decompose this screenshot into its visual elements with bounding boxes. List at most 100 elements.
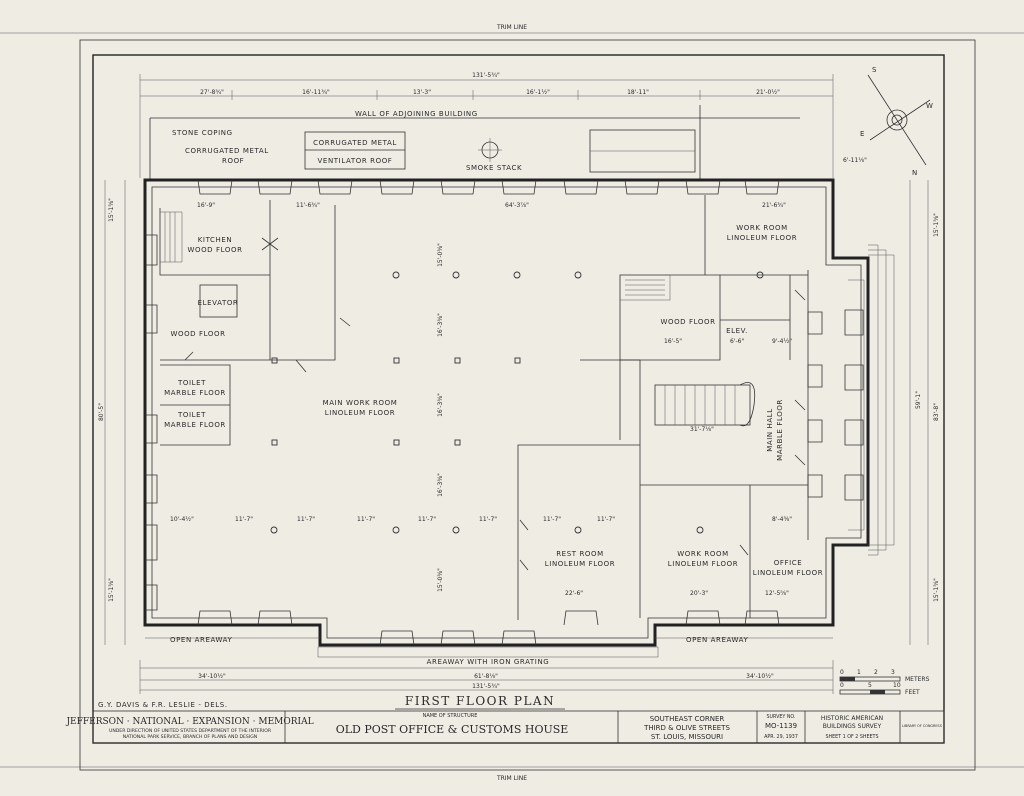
room-elevator: ELEVATOR — [198, 299, 239, 307]
dim-bay-8: 11'-7" — [597, 516, 615, 523]
scale-bar: 0 1 2 3 METERS 0 5 10 FEET — [839, 669, 930, 696]
dim-bay-3: 11'-7" — [297, 516, 315, 523]
room-kitchen: KITCHEN — [198, 236, 233, 244]
label-ventilator-roof: VENTILATOR ROOF — [318, 157, 393, 165]
delineators: G.Y. DAVIS & F.R. LESLIE - DELS. — [98, 701, 228, 709]
dim-bottom-2: 61'-8⅛" — [474, 673, 498, 680]
areaways: OPEN AREAWAY OPEN AREAWAY AREAWAY WITH I… — [145, 636, 833, 666]
room-office: OFFICE — [774, 559, 803, 567]
outer-border — [79, 39, 976, 771]
scale-m-2: 2 — [874, 669, 878, 676]
dim-overall-bottom: 131'-5¾" — [472, 683, 500, 690]
dim-v-3: 16'-3⅜" — [437, 393, 444, 417]
dim-left-total: 80'-5" — [98, 403, 105, 421]
compass-e: E — [860, 130, 865, 138]
dim-v-5: 15'-0⅜" — [437, 568, 444, 592]
room-toilet-1-floor: MARBLE FLOOR — [164, 389, 226, 397]
room-work-ne-floor: LINOLEUM FLOOR — [727, 234, 797, 242]
dim-wr-6: 20'-3" — [690, 590, 708, 597]
main-stair — [160, 211, 756, 427]
label-corrugated-metal: CORRUGATED METAL — [313, 139, 397, 147]
survey-label: SURVEY NO. — [766, 714, 795, 720]
location-3: ST. LOUIS, MISSOURI — [651, 733, 723, 741]
room-main-work: MAIN WORK ROOM — [323, 399, 398, 407]
dim-wr-3: 9'-4½" — [772, 338, 792, 345]
scale-f-1: 5 — [868, 682, 872, 689]
structure-name: OLD POST OFFICE & CUSTOMS HOUSE — [336, 723, 569, 736]
room-main-hall: MAIN HALL — [766, 408, 774, 452]
location-1: SOUTHEAST CORNER — [650, 715, 725, 723]
dim-in-2: 11'-6¾" — [296, 202, 320, 209]
interior-walls — [159, 195, 809, 620]
location-2: THIRD & OLIVE STREETS — [643, 724, 730, 732]
dim-bay-5: 11'-7" — [418, 516, 436, 523]
label-smoke-stack: SMOKE STACK — [466, 164, 522, 172]
dim-in-1: 16'-9" — [197, 202, 215, 209]
label-wall-adjoining: WALL OF ADJOINING BUILDING — [355, 110, 478, 118]
dim-wr-5: 22'-6" — [565, 590, 583, 597]
label-stone-coping: STONE COPING — [172, 129, 233, 137]
dim-bay-1: 10'-4½" — [170, 516, 194, 523]
dim-in-4: 21'-6¾" — [762, 202, 786, 209]
library-stamp: LIBRARY OF CONGRESS — [902, 724, 942, 728]
elevator-shaft — [199, 284, 238, 318]
room-rest-floor: LINOLEUM FLOOR — [545, 560, 615, 568]
scale-m-3: 3 — [891, 669, 895, 676]
roof-area: WALL OF ADJOINING BUILDING STONE COPING … — [149, 105, 800, 180]
dim-bottom-1: 34'-10½" — [198, 673, 226, 680]
dim-top-4: 16'-1½" — [526, 89, 550, 96]
dim-top-6: 21'-0½" — [756, 89, 780, 96]
room-elev: ELEV. — [726, 327, 748, 335]
survey-date: APR. 29, 1937 — [764, 734, 798, 740]
dim-in-3: 64'-3⅞" — [505, 202, 529, 209]
compass-w: W — [926, 102, 934, 110]
dim-bottom-3: 34'-10½" — [746, 673, 774, 680]
building-outline — [143, 178, 870, 647]
scale-meters: METERS — [905, 676, 930, 683]
scale-m-0: 0 — [840, 669, 844, 676]
iron-grating — [317, 646, 659, 658]
dim-wr-2: 6'-6" — [730, 338, 744, 345]
dim-bay-7: 11'-7" — [543, 516, 561, 523]
compass-s: S — [872, 66, 877, 74]
dim-v-4: 16'-3⅜" — [437, 473, 444, 497]
dim-left-bottom: 15'-1⅝" — [108, 578, 115, 602]
label-open-areaway-left: OPEN AREAWAY — [170, 636, 232, 644]
room-labels: KITCHEN WOOD FLOOR ELEVATOR WOOD FLOOR T… — [164, 224, 823, 577]
dim-v-2: 16'-3⅜" — [437, 313, 444, 337]
habs-2: BUILDINGS SURVEY — [823, 723, 882, 730]
dim-v-1: 15'-0⅜" — [437, 243, 444, 267]
stair-north — [619, 274, 671, 301]
room-main-work-floor: LINOLEUM FLOOR — [325, 409, 395, 417]
title-block: JEFFERSON · NATIONAL · EXPANSION · MEMOR… — [65, 710, 945, 744]
structure-label: NAME OF STRUCTURE — [423, 713, 478, 719]
room-rest: REST ROOM — [556, 550, 604, 558]
doors — [184, 237, 806, 571]
dim-bay-9: 8'-4⅜" — [772, 516, 792, 523]
dim-bay-6: 11'-7" — [479, 516, 497, 523]
dim-overall-width: 131'-5¾" — [472, 72, 500, 79]
sheet-text: SHEET 1 OF 2 SHEETS — [825, 734, 878, 740]
room-toilet-2: TOILET — [177, 411, 206, 419]
dim-top-5: 18'-11" — [627, 89, 649, 96]
scale-f-0: 0 — [840, 682, 844, 689]
scale-m-1: 1 — [857, 669, 861, 676]
dim-wr-7: 12'-5⅝" — [765, 590, 789, 597]
trim-label-top: TRIM LINE — [496, 24, 527, 31]
room-work-s-floor: LINOLEUM FLOOR — [668, 560, 738, 568]
dim-top-2: 16'-11¾" — [302, 89, 330, 96]
label-open-areaway-right: OPEN AREAWAY — [686, 636, 748, 644]
dim-wr-1: 16'-5" — [664, 338, 682, 345]
dim-right-total: 83'-8" — [933, 403, 940, 421]
room-toilet-2-floor: MARBLE FLOOR — [164, 421, 226, 429]
project-sub-2: NATIONAL PARK SERVICE, BRANCH OF PLANS A… — [123, 734, 257, 740]
room-work-s: WORK ROOM — [677, 550, 728, 558]
survey-no: MO-1139 — [765, 722, 797, 730]
compass-n: N — [912, 169, 918, 177]
room-wood-floor-right: WOOD FLOOR — [660, 318, 715, 326]
trim-label-bottom: TRIM LINE — [496, 775, 527, 782]
label-corrugated-roof-2: ROOF — [222, 157, 244, 165]
room-office-floor: LINOLEUM FLOOR — [753, 569, 823, 577]
